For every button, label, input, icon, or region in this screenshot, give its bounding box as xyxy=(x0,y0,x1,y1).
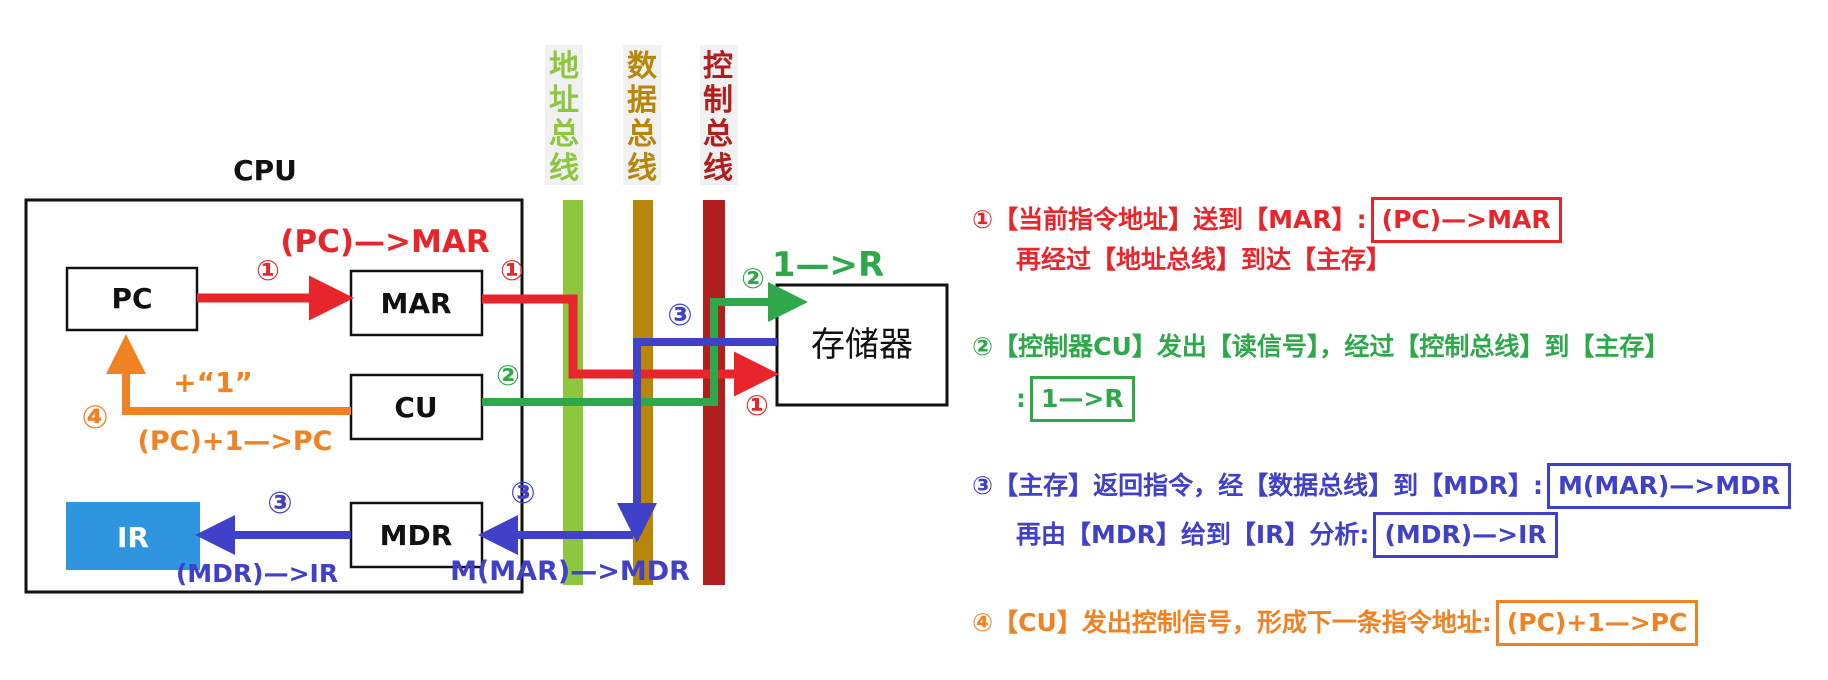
ir-register-label: IR xyxy=(117,521,149,554)
control-bus: 控 制 总 线 xyxy=(700,45,738,585)
control-bus-char-2: 制 xyxy=(703,83,733,118)
mdr-register xyxy=(349,501,484,569)
step2-note-line1: ②【控制器CU】发出【读信号】，经过【控制总线】到【主存】 xyxy=(972,332,1670,361)
step3-marker-b: ③ xyxy=(510,476,535,511)
cpu-box xyxy=(24,198,524,594)
address-bus-char-3: 总 xyxy=(549,117,579,152)
step3-note-line1: ③【主存】返回指令，经【数据总线】到【MDR】:M(MAR)—>MDR xyxy=(972,463,1792,509)
step2-marker-b: ② xyxy=(741,262,765,295)
arrow-cu-to-memory xyxy=(482,282,808,406)
address-bus-char-2: 址 xyxy=(549,83,579,118)
address-bus-char-1: 地 xyxy=(549,49,579,84)
label-pc-plus-one: (PC)+1—>PC xyxy=(138,426,333,457)
cu-register xyxy=(349,373,484,441)
pc-register-label: PC xyxy=(111,282,152,315)
data-bus-char-4: 线 xyxy=(627,151,657,186)
label-mdr-to-ir: (MDR)—>IR xyxy=(176,559,338,588)
address-bus: 地 址 总 线 xyxy=(545,45,583,585)
step4-note-box: (PC)+1—>PC xyxy=(1495,600,1699,646)
cu-register-label: CU xyxy=(394,391,437,424)
label-plus-one: +“1” xyxy=(173,366,253,399)
step1-marker-c: ① xyxy=(745,389,769,422)
step2-marker-a: ② xyxy=(496,359,520,392)
step1-note-line1: ①【当前指令地址】送到【MAR】:(PC)—>MAR xyxy=(972,197,1562,243)
data-bus-char-3: 总 xyxy=(627,117,657,152)
arrow-mar-to-memory xyxy=(482,294,779,397)
step1-marker-b: ① xyxy=(500,254,524,287)
step1-note-line2: 再经过【地址总线】到达【主存】 xyxy=(1016,245,1392,274)
cpu-label: CPU xyxy=(233,154,297,187)
step3-note-text2: 再由【MDR】给到【IR】分析: xyxy=(1016,520,1370,549)
step3-note-text: ③【主存】返回指令，经【数据总线】到【MDR】: xyxy=(972,471,1544,500)
step3-marker-c: ③ xyxy=(267,486,292,521)
step2-note-box: 1—>R xyxy=(1030,376,1135,422)
control-bus-char-1: 控 xyxy=(703,49,733,84)
address-bus-label-bg xyxy=(545,45,583,185)
step1-note-box: (PC)—>MAR xyxy=(1370,197,1562,243)
mar-register-label: MAR xyxy=(380,287,451,320)
address-bus-line xyxy=(563,200,583,585)
step4-note-line1: ④【CU】发出控制信号，形成下一条指令地址:(PC)+1—>PC xyxy=(972,600,1699,646)
step3-note-box1: M(MAR)—>MDR xyxy=(1547,463,1792,509)
data-bus: 数 据 总 线 xyxy=(623,45,661,585)
address-bus-char-4: 线 xyxy=(549,151,579,186)
data-bus-char-1: 数 xyxy=(627,49,658,84)
step2-note-prefix: : xyxy=(1016,384,1026,413)
step3-note-box2: (MDR)—>IR xyxy=(1373,512,1558,558)
data-bus-char-2: 据 xyxy=(627,83,657,118)
data-bus-label-bg xyxy=(623,45,661,185)
step1-marker-a: ① xyxy=(256,254,280,287)
label-pc-to-mar: (PC)—>MAR xyxy=(280,224,490,260)
mdr-register-label: MDR xyxy=(380,519,453,552)
arrow-memory-to-databus xyxy=(617,338,777,543)
control-bus-char-4: 线 xyxy=(703,151,733,186)
pc-register xyxy=(65,266,199,332)
step2-note-line2: :1—>R xyxy=(1016,376,1135,422)
control-bus-label-bg xyxy=(700,45,738,185)
step4-marker: ④ xyxy=(81,398,108,436)
step1-note-text: ①【当前指令地址】送到【MAR】: xyxy=(972,205,1367,234)
label-mar-to-mdr: M(MAR)—>MDR xyxy=(450,556,690,587)
step3-marker-a: ③ xyxy=(667,298,692,333)
memory-label: 存储器 xyxy=(811,325,913,365)
label-one-to-r: 1—>R xyxy=(772,245,884,285)
ir-register xyxy=(66,502,200,570)
control-bus-char-3: 总 xyxy=(703,117,733,152)
step3-note-line2: 再由【MDR】给到【IR】分析:(MDR)—>IR xyxy=(1016,512,1558,558)
arrow-cu-to-pc xyxy=(106,334,351,415)
step4-note-text: ④【CU】发出控制信号，形成下一条指令地址: xyxy=(972,608,1492,637)
